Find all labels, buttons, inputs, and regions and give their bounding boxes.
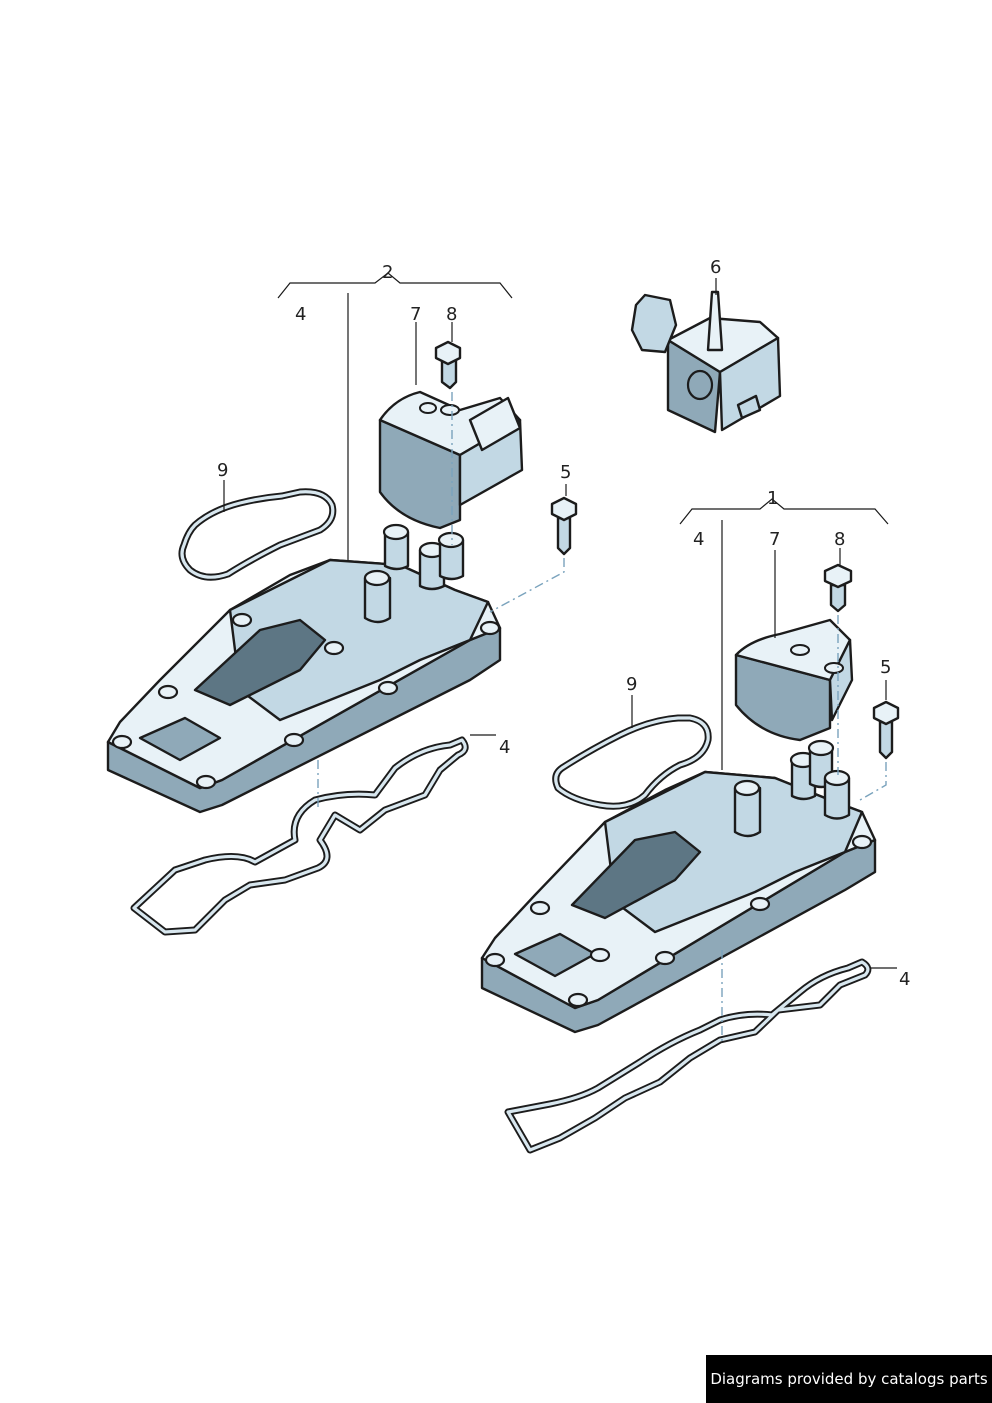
- callout-5-left: 5: [560, 462, 571, 483]
- axis-5-left: [489, 558, 565, 613]
- gasket-9-right: [552, 714, 712, 810]
- assembly-1: 1 4 9: [480, 488, 910, 1154]
- callout-6: 6: [710, 257, 721, 278]
- callout-4-gasket-left: 4: [499, 737, 510, 758]
- axis-5-right: [859, 762, 887, 801]
- manifold-body-right: [480, 739, 877, 1034]
- bolt-holes-left: [111, 612, 501, 790]
- bracket-1: [679, 498, 889, 525]
- bolt-holes-right: [484, 834, 873, 1008]
- gasket-9-left: [178, 488, 337, 581]
- actuator-7-left: [378, 390, 524, 530]
- callout-7-right: 7: [769, 529, 780, 550]
- callout-8-right: 8: [834, 529, 845, 550]
- callout-2: 2: [382, 262, 393, 283]
- manifold-body-left: [106, 523, 502, 814]
- credit-banner: Diagrams provided by catalogs parts: [706, 1355, 992, 1403]
- callout-4-gasket-right: 4: [899, 969, 910, 990]
- bolt-8-left: [434, 340, 462, 390]
- callout-7-left: 7: [410, 304, 421, 325]
- actuator-7-right: [734, 618, 854, 742]
- bracket-2: [277, 272, 513, 299]
- bolt-5-right: [872, 700, 900, 760]
- bolt-8-right: [823, 563, 853, 613]
- callout-4-top-left: 4: [295, 304, 306, 325]
- valve-6: [630, 290, 782, 434]
- bolt-5-left: [550, 496, 578, 556]
- assembly-2: 2 4 9: [106, 262, 578, 936]
- gasket-4-right: [504, 958, 872, 1154]
- studs-left: [363, 523, 465, 624]
- callout-8-left: 8: [446, 304, 457, 325]
- callout-4-top-right: 4: [693, 529, 704, 550]
- callout-9-left: 9: [217, 460, 228, 481]
- callout-1: 1: [767, 488, 778, 509]
- studs-right: [733, 739, 851, 838]
- callout-5-right: 5: [880, 657, 891, 678]
- gasket-4-left: [130, 736, 469, 936]
- callout-9-right: 9: [626, 674, 637, 695]
